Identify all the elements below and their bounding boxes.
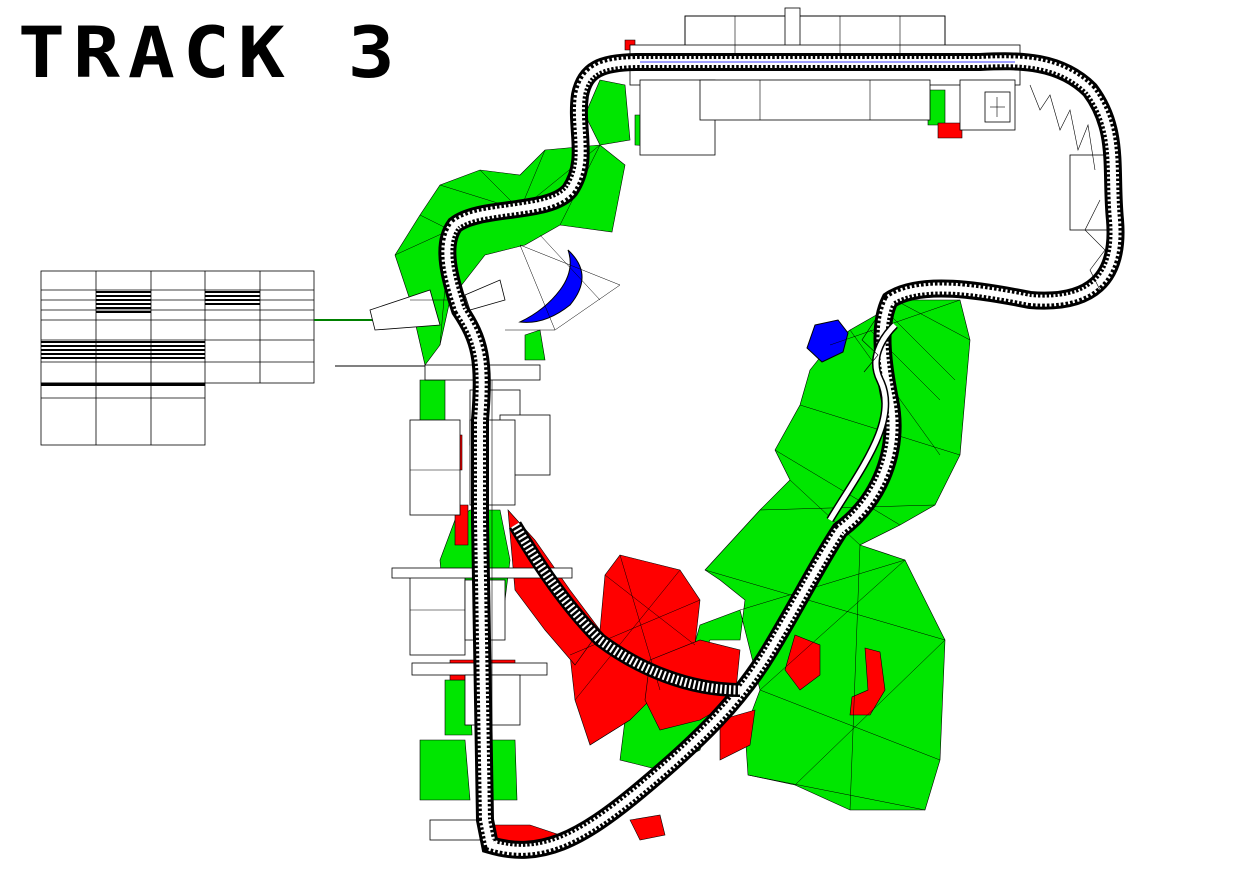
curve-kerbs [861,84,1106,373]
water-regions [518,249,849,363]
track-title: TRACK 3 [18,13,403,94]
race-track [438,52,1125,859]
legend-hatches [41,291,260,386]
